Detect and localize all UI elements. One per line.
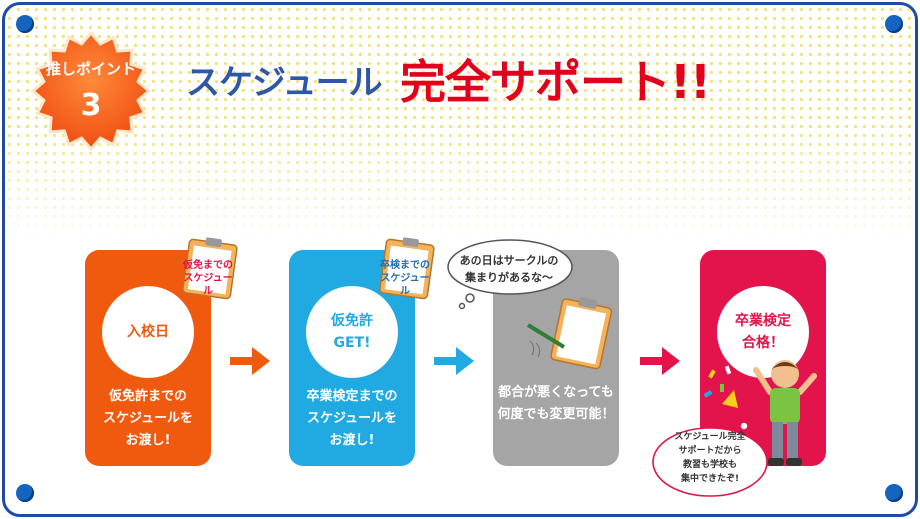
page-title: スケジュール [186,63,383,103]
badge-number: 3 [80,88,102,123]
speech-bubble [652,421,768,497]
badge-label: 推しポイント [45,60,136,78]
arrow-right-icon [230,347,270,375]
pin-icon [16,484,34,502]
step-description: 都合が悪くなっても 何度でも変更可能！ [497,385,615,422]
clipboard-label: 卒検までの スケジュール [380,260,430,297]
thought-text: あの日はサークルの 集まりがあるな〜 [459,254,559,284]
clipboard-icon [182,237,238,300]
step-circle: 卒業検定 合格！ [717,286,809,378]
confetti-icon [703,365,738,408]
starburst-badge [30,30,152,152]
clipboard-label: 仮免までの スケジュール [183,260,233,297]
celebrating-student-illustration [753,360,817,466]
pin-icon [885,484,903,502]
arrow-right-icon [434,347,474,375]
step-card-provisional-license: 仮免許 GET! 卒業検定までの スケジュールを お渡し! [289,250,415,466]
speech-text: スケジュール完全 サポートだから 教習も学校も 集中できたぞ! [674,432,746,484]
pin-icon [16,15,34,33]
clipboard-icon [379,237,435,300]
step-circle: 入校日 [102,286,194,378]
thought-bubble [447,239,573,310]
pin-icon [885,15,903,33]
step-description: 卒業検定までの スケジュールを お渡し! [306,389,398,448]
step-description: 仮免許までの スケジュールを お渡し! [102,389,194,448]
clipboard-pencil-icon [526,297,613,370]
step-circle: 仮免許 GET! [306,286,398,378]
page-title-highlight: 完全サポート!! [400,55,711,109]
step-card-enrollment: 入校日 仮免許までの スケジュールを お渡し! [85,250,211,466]
arrow-right-icon [640,347,680,375]
